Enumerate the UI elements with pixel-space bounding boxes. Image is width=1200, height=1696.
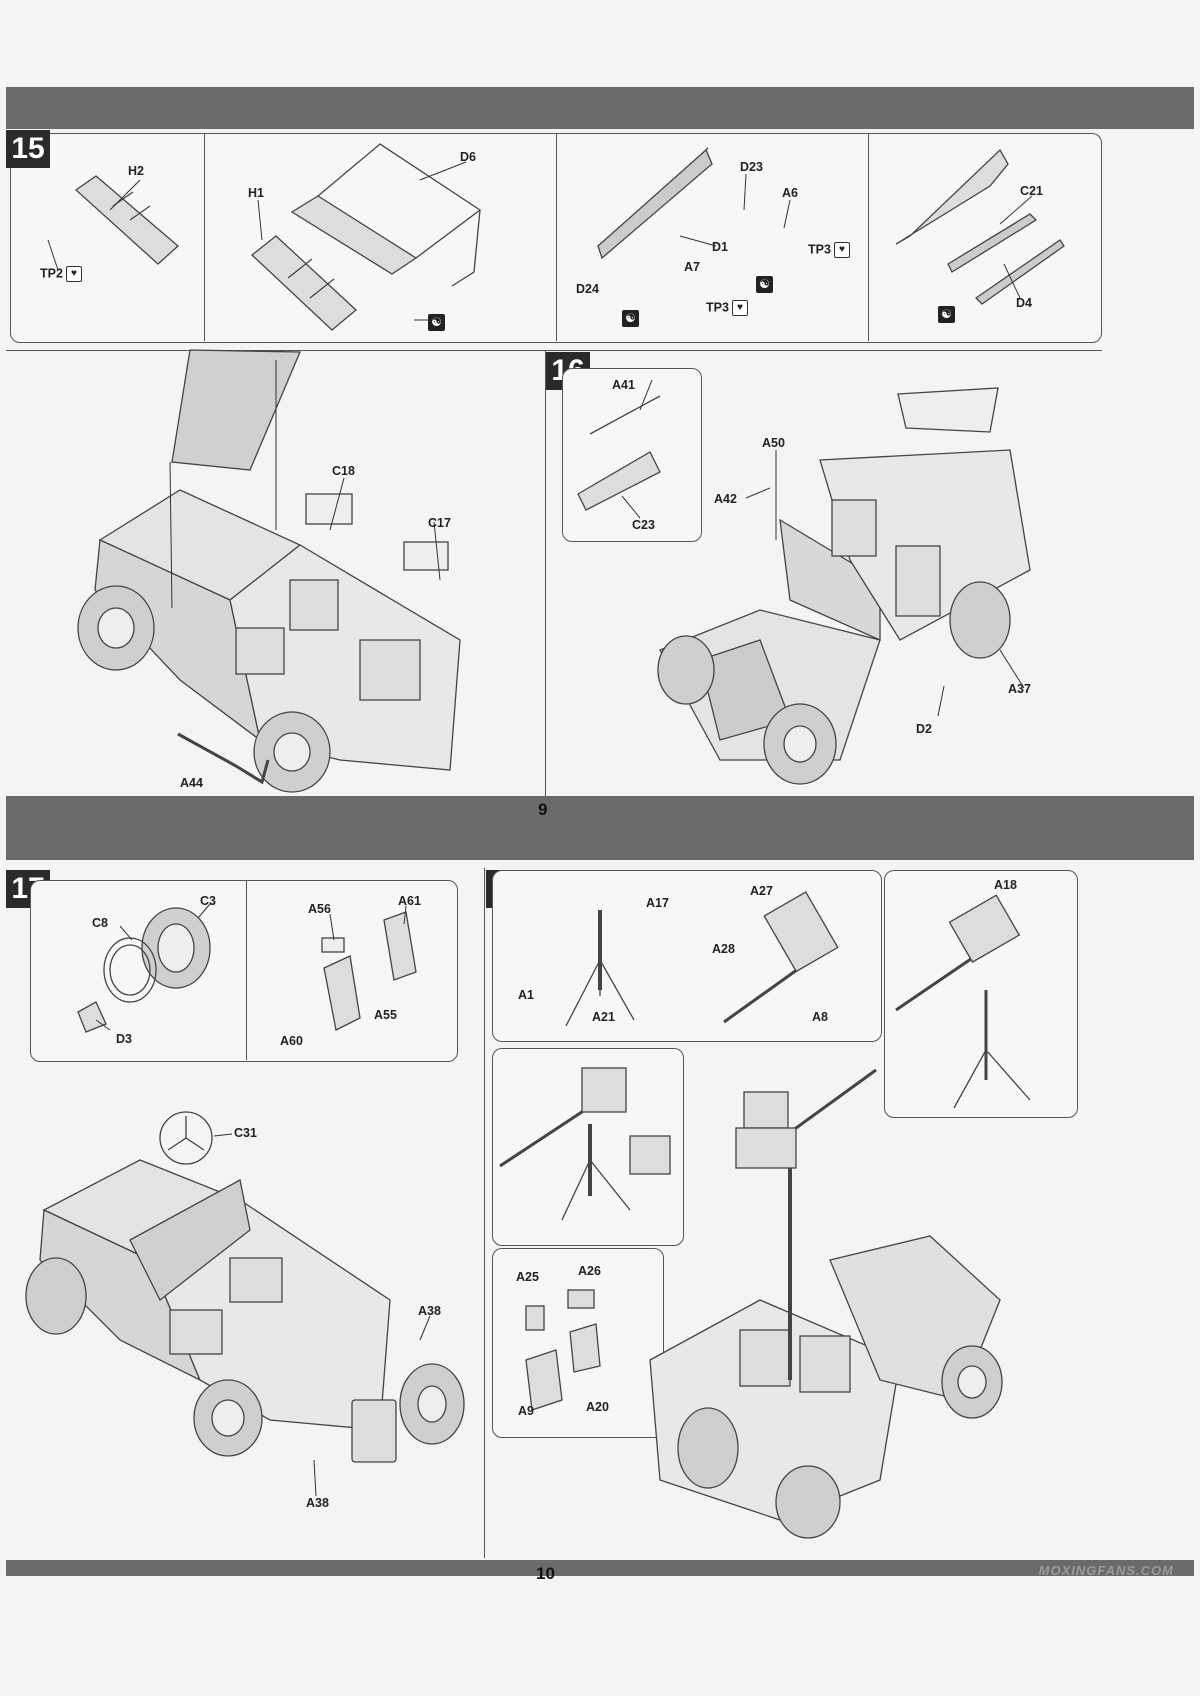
part-windscreen-frame-2 (895, 148, 1065, 305)
part-gun-on-tripod (499, 1067, 671, 1221)
label-a60: A60 (280, 1034, 303, 1048)
label-a27: A27 (750, 884, 773, 898)
step15-jeep-body (94, 349, 461, 771)
label-a17: A17 (646, 896, 669, 910)
part-a18-gun (895, 894, 1031, 1109)
cement-icon: ☯ (622, 310, 639, 327)
label-a56: A56 (308, 902, 331, 916)
label-a26: A26 (578, 1264, 601, 1278)
label-c18: C18 (332, 464, 355, 478)
label-d23: D23 (740, 160, 763, 174)
label-d4: D4 (1016, 296, 1032, 310)
label-c17: C17 (428, 516, 451, 530)
part-a61-a60 (321, 911, 417, 1031)
step15-divider-3 (868, 133, 869, 341)
divider-step16-vertical (545, 350, 546, 796)
label-tp3-upper: TP3♥ (808, 242, 850, 258)
label-a41: A41 (612, 378, 635, 392)
cement-icon: ☯ (756, 276, 773, 293)
step15-divider-1 (204, 133, 205, 341)
label-h2: H2 (128, 164, 144, 178)
label-a38-lower: A38 (306, 1496, 329, 1510)
label-tp3-upper-text: TP3 (808, 242, 831, 257)
label-a21: A21 (592, 1010, 615, 1024)
label-d24: D24 (576, 282, 599, 296)
label-d1: D1 (712, 240, 728, 254)
part-a41-c23 (577, 395, 661, 511)
label-a44: A44 (180, 776, 203, 790)
label-a20: A20 (586, 1400, 609, 1414)
divider-top-horizontal (6, 350, 1102, 351)
label-tp2: TP2♥ (40, 266, 82, 282)
glue-icon: ♥ (833, 242, 850, 258)
step17-panel (30, 880, 458, 1062)
step16-inset-panel (562, 368, 702, 542)
label-d2: D2 (916, 722, 932, 736)
label-a1: A1 (518, 988, 534, 1002)
part-d6-panel (290, 143, 482, 287)
label-c8: C8 (92, 916, 108, 930)
page-number-left: 9 (538, 800, 548, 819)
step16-jeep-body (659, 387, 1031, 761)
middle-band (6, 796, 1194, 860)
part-a8-gun (723, 891, 839, 1024)
divider-bottom-vertical (484, 868, 485, 1558)
part-h2-panel (74, 175, 179, 265)
part-jerrycan (351, 1399, 397, 1463)
label-a8: A8 (812, 1010, 828, 1024)
part-a25-a26-a20-a9 (525, 1289, 601, 1411)
cement-icon: ☯ (428, 314, 445, 331)
label-a55: A55 (374, 1008, 397, 1022)
step18-wheels (677, 1345, 1003, 1539)
part-c3-tire (141, 907, 211, 989)
label-a42: A42 (714, 492, 737, 506)
label-h1: H1 (248, 186, 264, 200)
bottom-band (6, 1560, 1194, 1576)
step15-wheels (77, 585, 331, 793)
part-windscreen-frame (597, 147, 713, 260)
watermark-text: MOXINGFANS.COM (1038, 1563, 1174, 1578)
label-a61: A61 (398, 894, 421, 908)
label-a6: A6 (782, 186, 798, 200)
part-a17-tripod (565, 910, 635, 1027)
step17-panel-divider (246, 880, 247, 1060)
label-d3: D3 (116, 1032, 132, 1046)
part-d3 (77, 1001, 107, 1033)
page-number-right: 10 (536, 1564, 555, 1583)
step16-wheels (657, 581, 1011, 785)
label-c3: C3 (200, 894, 216, 908)
label-a50: A50 (762, 436, 785, 450)
label-a18: A18 (994, 878, 1017, 892)
label-a7: A7 (684, 260, 700, 274)
step17-wheels (25, 1257, 465, 1457)
label-a25: A25 (516, 1270, 539, 1284)
label-c21: C21 (1020, 184, 1043, 198)
top-band (6, 87, 1194, 129)
label-tp3-lower: TP3♥ (706, 300, 748, 316)
label-tp2-text: TP2 (40, 266, 63, 281)
cement-icon: ☯ (938, 306, 955, 323)
glue-icon: ♥ (731, 300, 748, 316)
step15-number: 15 (6, 130, 50, 168)
glue-icon: ♥ (65, 266, 82, 282)
label-a9: A9 (518, 1404, 534, 1418)
label-c23: C23 (632, 518, 655, 532)
label-a38-upper: A38 (418, 1304, 441, 1318)
step15-divider-2 (556, 133, 557, 341)
label-c31: C31 (234, 1126, 257, 1140)
part-h1-panel (251, 235, 357, 331)
label-tp3-lower-text: TP3 (706, 300, 729, 315)
part-a44-rod (177, 732, 270, 785)
step17-jeep-body (39, 1159, 391, 1431)
part-c31-steering-wheel (159, 1111, 213, 1165)
label-a28: A28 (712, 942, 735, 956)
label-a37: A37 (1008, 682, 1031, 696)
label-d6: D6 (460, 150, 476, 164)
